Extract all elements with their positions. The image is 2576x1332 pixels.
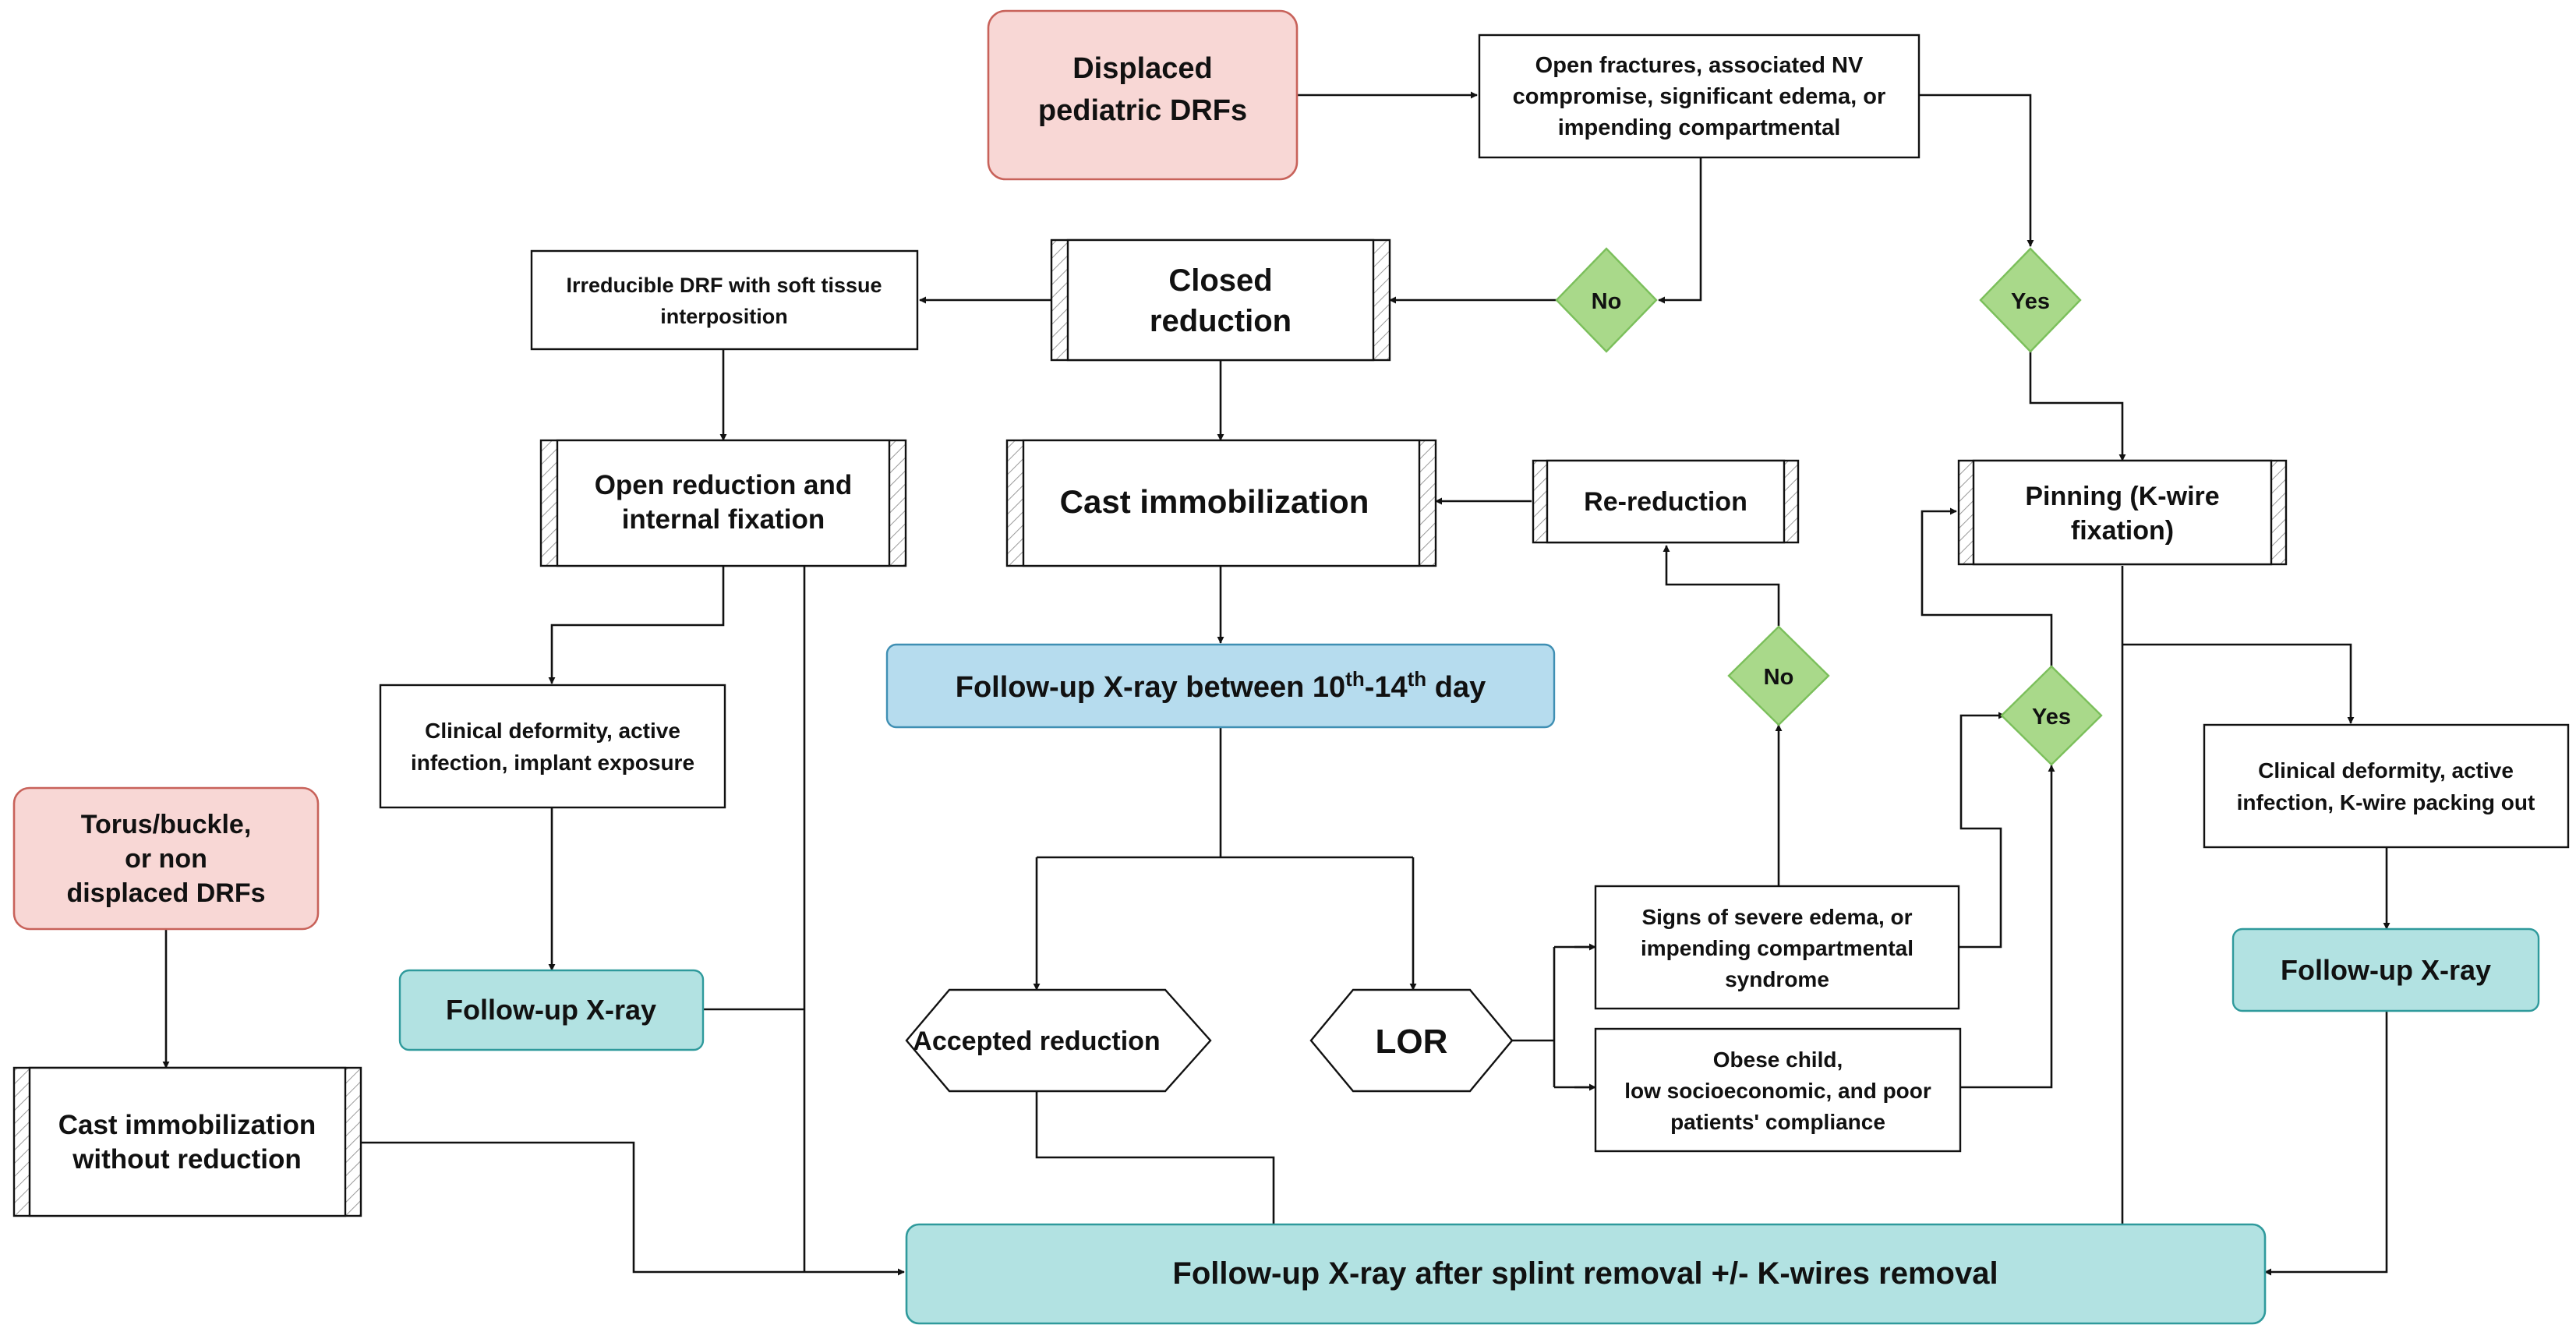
edge-lor-branch	[1512, 945, 1595, 1089]
node-followup-left: Follow-up X-ray	[398, 969, 705, 1051]
svg-text:internal fixation: internal fixation	[622, 504, 825, 535]
svg-text:Re-reduction: Re-reduction	[1584, 487, 1747, 517]
node-accepted-reduction: Accepted reduction	[905, 988, 1212, 1093]
edge-followup-right-to-final	[2264, 1011, 2388, 1276]
svg-text:Cast immobilization: Cast immobilization	[58, 1110, 316, 1140]
svg-text:Follow-up X-ray after splint r: Follow-up X-ray after splint removal +/-…	[1172, 1256, 1998, 1291]
node-open-fractures: Open fractures, associated NV compromise…	[1478, 34, 1921, 159]
edge-yes-to-pinning	[2029, 349, 2126, 461]
svg-text:impending compartmental: impending compartmental	[1558, 115, 1841, 140]
svg-text:Clinical deformity, active: Clinical deformity, active	[425, 719, 680, 743]
svg-text:Signs of severe edema, or: Signs of severe edema, or	[1641, 905, 1912, 929]
svg-text:impending compartmental: impending compartmental	[1641, 936, 1913, 960]
edge-yes-mid-to-pinning	[1921, 507, 2053, 667]
svg-text:infection, implant exposure: infection, implant exposure	[411, 751, 694, 775]
node-lor: LOR	[1309, 988, 1514, 1093]
node-final-followup: Follow-up X-ray after splint removal +/-…	[905, 1223, 2267, 1325]
node-displaced-drfs: Displaced pediatric DRFs	[987, 9, 1299, 181]
decision-no-mid: No	[1727, 625, 1830, 726]
edge-open-fractures-to-yes	[1919, 94, 2034, 247]
svg-text:Follow-up X-ray: Follow-up X-ray	[446, 994, 656, 1026]
svg-text:low socioeconomic, and poor: low socioeconomic, and poor	[1624, 1079, 1931, 1103]
svg-text:Open reduction and: Open reduction and	[595, 470, 853, 500]
connectors	[162, 91, 2390, 1276]
node-signs-severe-edema: Signs of severe edema, or impending comp…	[1594, 885, 1960, 1010]
node-clinical-deformity-left: Clinical deformity, active infection, im…	[379, 684, 726, 809]
svg-text:infection, K-wire packing out: infection, K-wire packing out	[2237, 790, 2535, 814]
svg-text:Pinning (K-wire: Pinning (K-wire	[2025, 482, 2219, 511]
node-pinning: Pinning (K-wire fixation)	[1957, 459, 2288, 566]
svg-text:Obese child,: Obese child,	[1713, 1048, 1843, 1072]
edge-accepted-to-final	[1035, 1091, 1277, 1234]
node-followup-right: Follow-up X-ray	[2231, 927, 2540, 1012]
node-followup-10-14: Follow-up X-ray between 10th-14th day	[885, 643, 1556, 729]
svg-text:Yes: Yes	[2011, 289, 2050, 314]
svg-text:Irreducible DRF with soft tiss: Irreducible DRF with soft tissue	[566, 274, 882, 297]
edge-pinning-to-clinical-right	[2122, 643, 2355, 724]
edge-orif-to-clinical-left	[548, 566, 725, 684]
decision-no-top: No	[1555, 247, 1658, 353]
node-orif: Open reduction and internal fixation	[539, 439, 907, 567]
node-cast-immobilization: Cast immobilization	[1005, 439, 1437, 567]
node-re-reduction: Re-reduction	[1532, 459, 1800, 544]
svg-text:syndrome: syndrome	[1725, 967, 1829, 991]
svg-text:reduction: reduction	[1150, 304, 1292, 338]
node-closed-reduction: Closed reduction	[1050, 238, 1391, 362]
decision-yes-mid: Yes	[2000, 665, 2103, 766]
edge-open-fractures-to-no	[1658, 157, 1702, 304]
svg-text:fixation): fixation)	[2071, 516, 2174, 546]
svg-text:Cast immobilization: Cast immobilization	[1060, 483, 1369, 520]
svg-text:patients' compliance: patients' compliance	[1670, 1110, 1885, 1134]
edge-no-mid-to-re-reduction	[1663, 545, 1780, 626]
svg-text:Open fractures, associated NV: Open fractures, associated NV	[1535, 53, 1864, 78]
svg-text:Follow-up X-ray: Follow-up X-ray	[2281, 954, 2491, 986]
svg-text:Displaced: Displaced	[1072, 52, 1213, 85]
svg-text:compromise, significant edema,: compromise, significant edema, or	[1513, 84, 1886, 109]
svg-text:Follow-up X-ray between 10th-1: Follow-up X-ray between 10th-14th day	[956, 667, 1486, 704]
svg-text:or non: or non	[125, 844, 207, 874]
svg-text:Torus/buckle,: Torus/buckle,	[81, 810, 252, 839]
svg-text:without reduction: without reduction	[72, 1144, 302, 1175]
node-clinical-deformity-right: Clinical deformity, active infection, K-…	[2203, 723, 2570, 849]
edge-obese-to-yes-mid	[1960, 765, 2055, 1089]
svg-text:LOR: LOR	[1376, 1023, 1448, 1061]
node-cast-no-reduction: Cast immobilization without reduction	[12, 1066, 362, 1217]
edge-signs-to-yes-mid	[1956, 712, 2005, 949]
svg-text:pediatric DRFs: pediatric DRFs	[1038, 94, 1247, 127]
node-torus-buckle: Torus/buckle, or non displaced DRFs	[12, 786, 320, 931]
svg-text:No: No	[1764, 665, 1794, 690]
svg-text:Closed: Closed	[1168, 263, 1272, 298]
svg-text:Clinical deformity, active: Clinical deformity, active	[2258, 758, 2514, 783]
node-irreducible-drf: Irreducible DRF with soft tissue interpo…	[530, 249, 919, 351]
svg-text:No: No	[1592, 289, 1622, 314]
edge-cast-no-reduction-to-final	[361, 1141, 905, 1276]
svg-text:interposition: interposition	[660, 305, 788, 328]
svg-text:Yes: Yes	[2032, 705, 2071, 730]
svg-text:displaced DRFs: displaced DRFs	[66, 878, 265, 908]
edge-followup-to-split	[1037, 727, 1413, 859]
decision-yes-top: Yes	[1979, 247, 2082, 353]
svg-text:Accepted reduction: Accepted reduction	[913, 1026, 1160, 1056]
node-obese-child: Obese child, low socioeconomic, and poor…	[1594, 1027, 1962, 1153]
